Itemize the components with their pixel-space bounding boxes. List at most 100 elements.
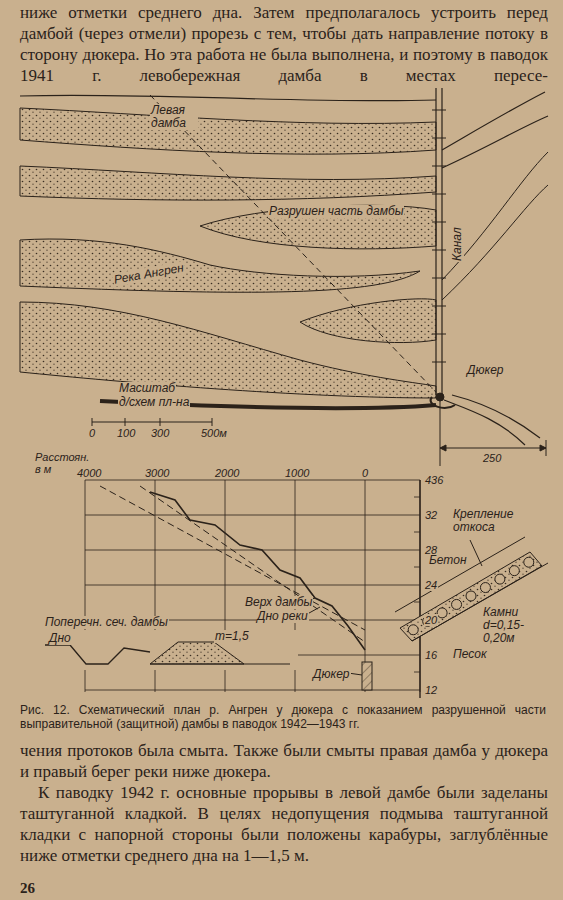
scale-bar — [92, 418, 212, 426]
profile-lines — [150, 492, 365, 650]
river-plan — [20, 166, 436, 200]
body-paragraph: чения протоков была смыта. Также были см… — [20, 740, 548, 782]
profile-grid — [414, 497, 420, 498]
detail-label: Камни d=0,15-0,20м — [482, 606, 550, 646]
map-label: Левая дамба — [150, 104, 198, 130]
river-plan — [20, 108, 436, 154]
slope-detail — [452, 599, 462, 609]
canal — [431, 397, 455, 408]
profile-grid — [85, 515, 420, 516]
axis-tick: 1000 — [284, 467, 310, 479]
canal — [441, 88, 442, 395]
river-plan — [20, 108, 436, 398]
cross-section — [150, 664, 290, 665]
axis-tick: 32 — [424, 509, 438, 521]
profile-grid — [85, 585, 420, 586]
detail-label: Бетон — [428, 554, 468, 567]
canal — [432, 362, 446, 363]
axis-tick: 24 — [424, 579, 438, 591]
section-label: Дно — [48, 632, 72, 645]
canal — [432, 194, 446, 195]
figure-caption: Рис. 12. Схематический план р. Ангрен у … — [20, 703, 546, 731]
profile-grid — [85, 480, 420, 481]
profile-label: Верх дамбы — [244, 596, 313, 609]
slope-detail — [437, 608, 447, 618]
body-paragraph: ниже отметки среднего дна. Затем предпол… — [20, 2, 548, 86]
slope-detail — [524, 557, 534, 567]
river-banks — [452, 395, 540, 438]
axis-tick: 16 — [424, 649, 438, 661]
cross-section — [150, 642, 244, 664]
canal — [440, 400, 441, 466]
canal — [432, 110, 446, 111]
axis-tick: 12 — [424, 684, 438, 696]
body-paragraph: К паводку 1942 г. основные прорывы в лев… — [20, 782, 548, 866]
profile-grid — [419, 480, 420, 698]
canal — [432, 250, 446, 251]
canal — [436, 393, 444, 401]
dimension-line — [540, 445, 546, 451]
canal — [432, 166, 446, 167]
scale-bar — [212, 418, 213, 426]
section-label: m=1,5 — [214, 630, 250, 643]
river-plan — [20, 302, 436, 398]
canal — [432, 306, 446, 307]
axis-tick: 0 — [361, 467, 369, 479]
scale-number: 0 — [88, 427, 96, 439]
canal — [432, 334, 446, 335]
axis-tick: 3000 — [144, 467, 170, 479]
profile-label: Дно реки — [256, 610, 309, 623]
profile-grid — [365, 480, 366, 692]
slope-detail — [470, 540, 482, 566]
dimension-label: 250 — [482, 452, 502, 464]
river-banks — [150, 95, 436, 392]
river-plan — [20, 239, 420, 292]
cross-section — [40, 630, 298, 670]
axis-tick: 20 — [424, 614, 438, 626]
river-banks — [20, 95, 436, 101]
detail-label: Песок — [452, 648, 488, 661]
scale-bar — [92, 421, 212, 422]
slope-detail — [509, 566, 519, 576]
profile-lines — [100, 486, 372, 690]
river-banks — [442, 116, 548, 168]
river-banks — [444, 400, 525, 445]
cross-section — [45, 645, 150, 664]
canal — [432, 278, 446, 279]
canal — [432, 222, 446, 223]
slope-detail — [495, 574, 505, 584]
profile-label: Дюкер — [312, 668, 351, 681]
scale-number: 300 — [150, 427, 170, 439]
slope-detail — [395, 537, 525, 612]
scale-bar — [125, 418, 126, 426]
scale-number: 500м — [200, 427, 228, 439]
river-banks — [442, 92, 545, 150]
profile-grid — [414, 672, 420, 673]
page-number: 26 — [20, 880, 35, 897]
dimension-line — [440, 445, 446, 451]
map-label: Дюкер — [466, 364, 505, 377]
canal — [432, 110, 446, 362]
section-label: Поперечн. сеч. дамбы — [44, 616, 169, 629]
profile-grid — [414, 567, 420, 568]
profile-lines — [362, 662, 372, 690]
scale-number: 100 — [116, 427, 136, 439]
detail-label: Крепление откоса — [452, 508, 524, 534]
map-label: Разрушен часть дамбы — [268, 205, 404, 218]
river-banks — [20, 92, 548, 445]
slope-detail — [480, 583, 490, 593]
dimension-line — [440, 448, 546, 449]
axis-tick: 2000 — [214, 467, 240, 479]
profile-grid — [85, 550, 420, 551]
scale-label: Масштаб — [118, 382, 176, 395]
canal — [435, 88, 436, 395]
slope-detail — [466, 591, 476, 601]
canal — [431, 88, 455, 466]
scale-bar — [92, 418, 93, 426]
canal — [432, 138, 446, 139]
river-plan — [200, 205, 436, 249]
slope-detail — [408, 625, 418, 635]
river-banks — [442, 185, 548, 300]
scale-bar — [160, 418, 161, 426]
